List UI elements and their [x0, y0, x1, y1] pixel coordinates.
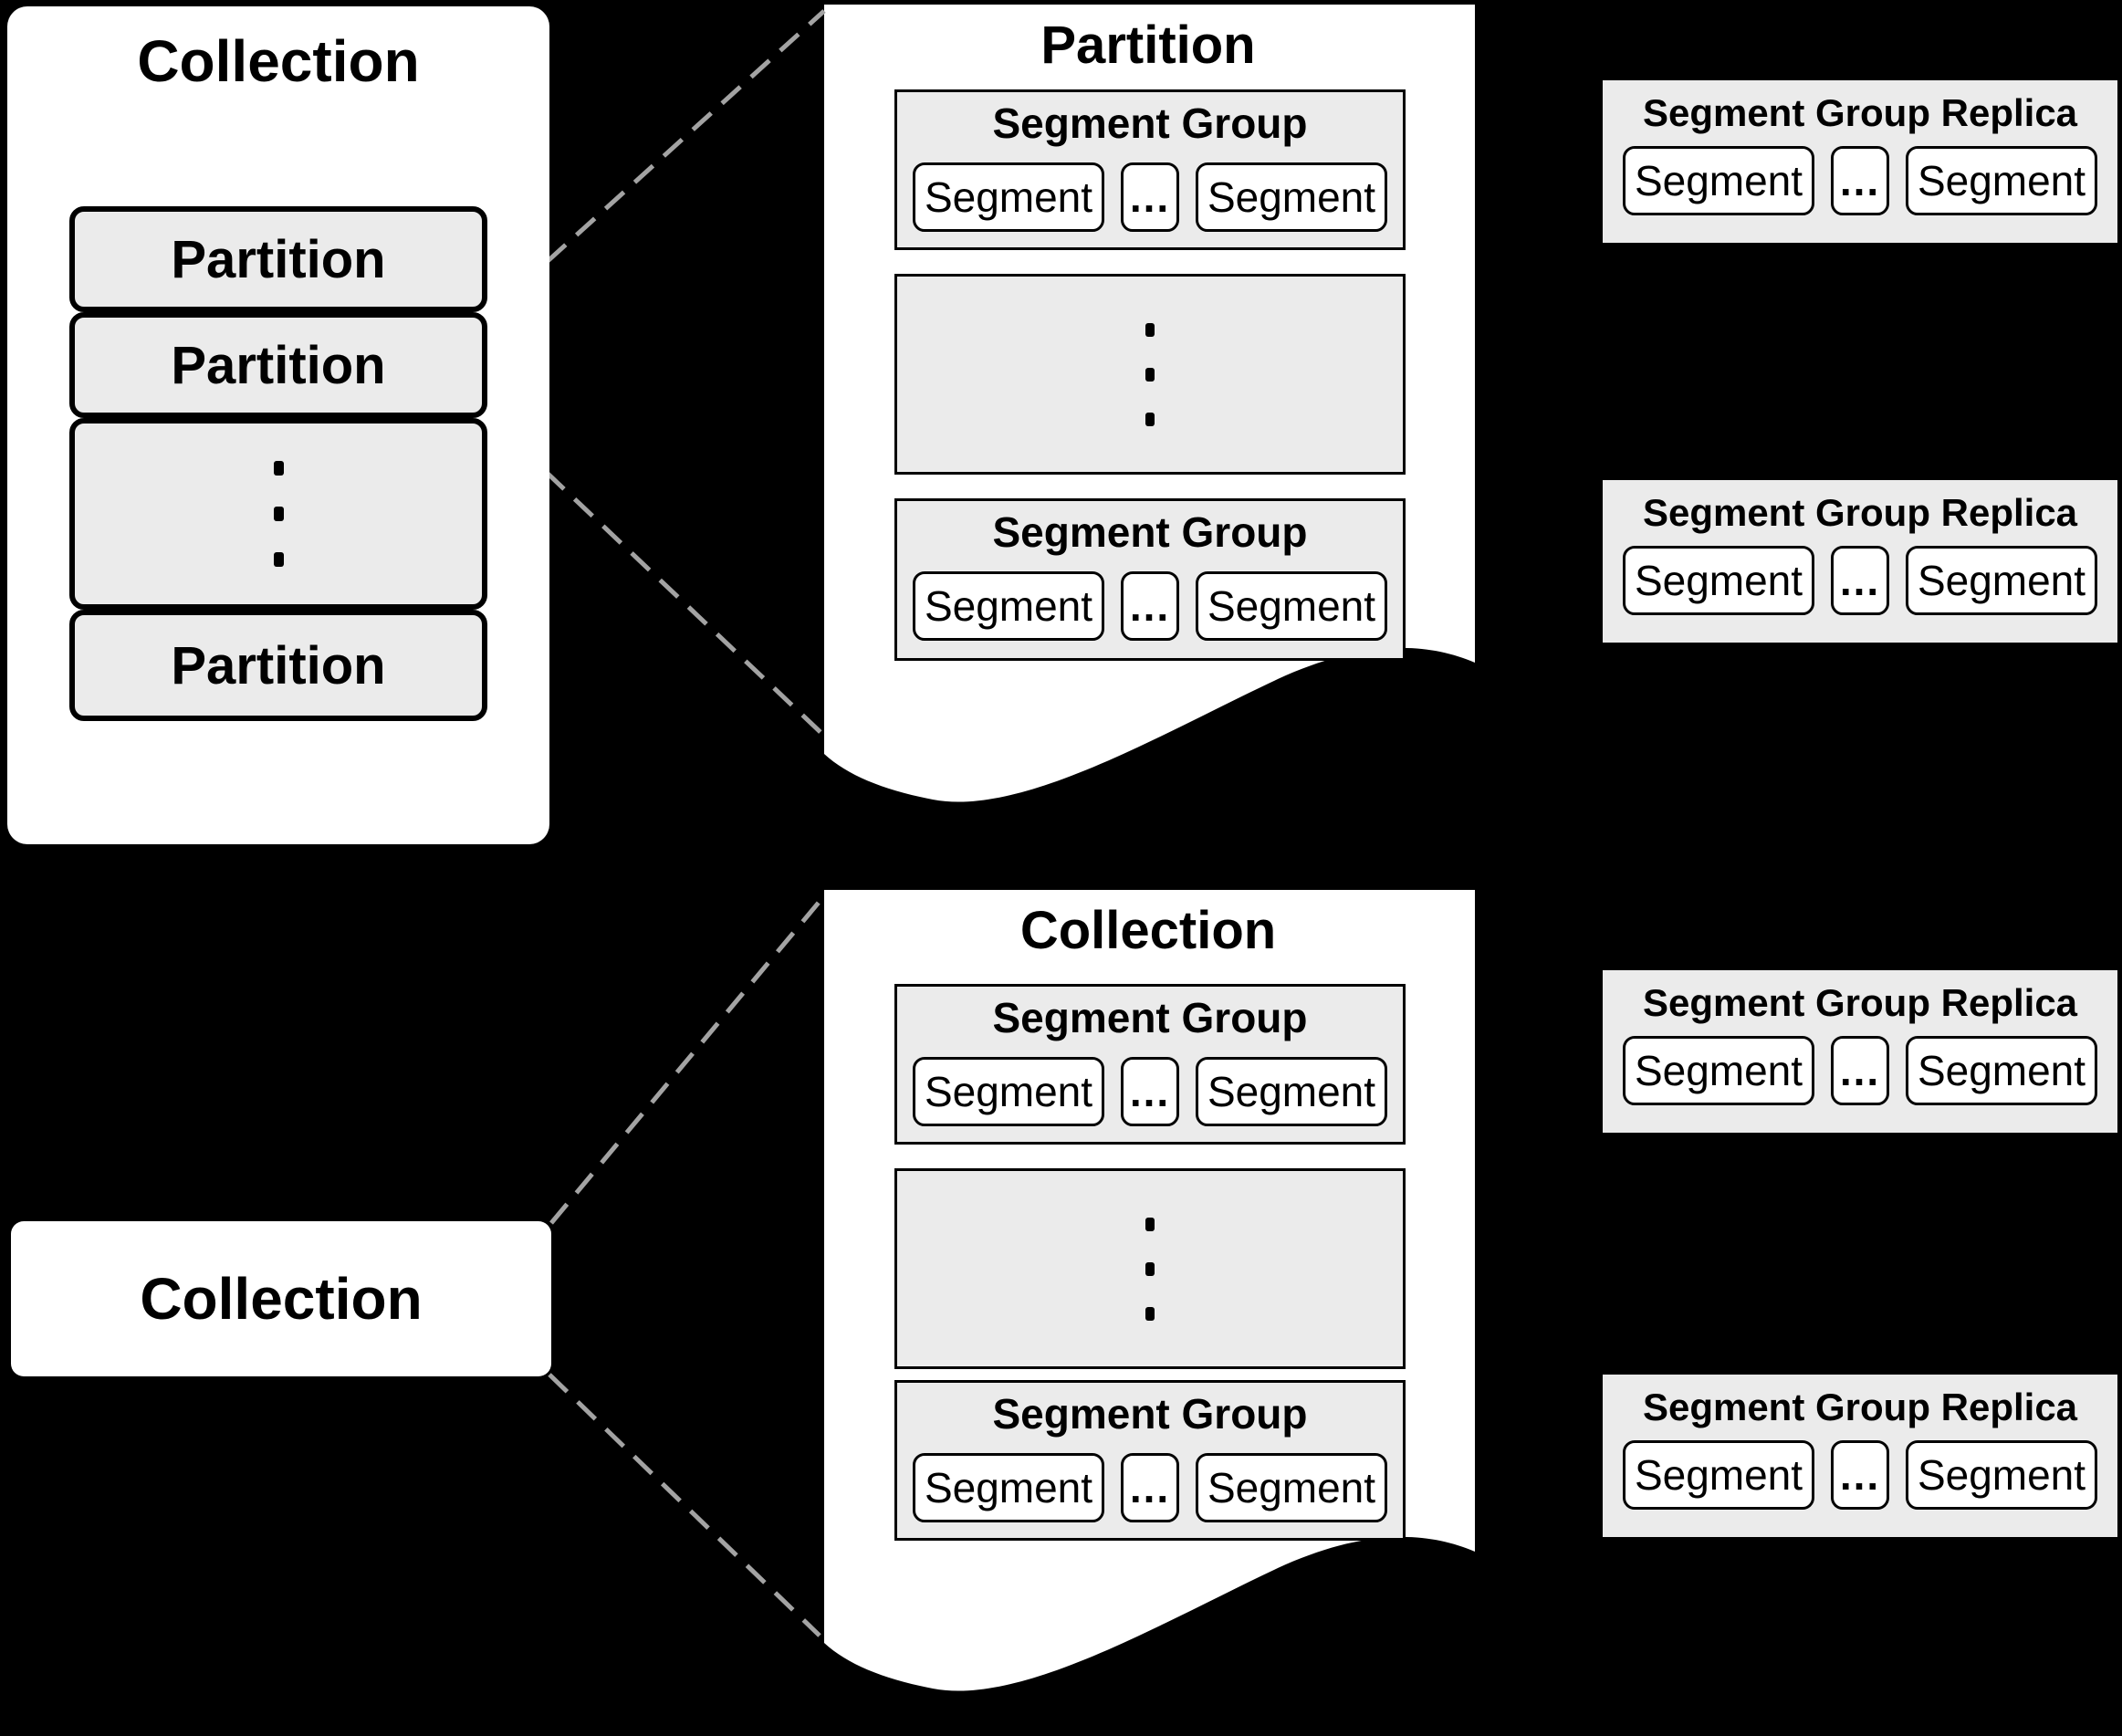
- ellipsis-dot-icon: [273, 507, 284, 521]
- segment-group-title: Segment Group: [992, 1390, 1308, 1438]
- ellipsis-chip: ...: [1121, 162, 1179, 232]
- segment-group-replica-title: Segment Group Replica: [1642, 981, 2078, 1024]
- segment-chip: Segment: [1623, 146, 1814, 216]
- segment-chip: Segment: [1906, 546, 2097, 616]
- segment-row: Segment ... Segment: [913, 162, 1387, 232]
- vertical-ellipsis-icon: [897, 277, 1403, 472]
- segment-row: Segment ... Segment: [913, 1056, 1387, 1126]
- ellipsis-dot-icon: [1145, 322, 1155, 337]
- segment-chip: Segment: [1623, 1440, 1814, 1511]
- segment-row: Segment ... Segment: [1623, 1440, 2097, 1511]
- ellipsis-dot-icon: [1145, 1261, 1155, 1276]
- segment-chip: Segment: [1623, 1036, 1814, 1106]
- segment-group-ellipsis-box: [894, 1168, 1406, 1369]
- ellipsis-dot-icon: [1145, 367, 1155, 382]
- segment-chip: Segment: [913, 570, 1104, 641]
- segment-row: Segment ... Segment: [1623, 1036, 2097, 1106]
- ellipsis-chip: ...: [1831, 546, 1889, 616]
- segment-group-title: Segment Group: [992, 508, 1308, 556]
- collection-label: Collection: [140, 1266, 423, 1332]
- zoom-connector-dashed-line-bottom-upper: [549, 891, 829, 1225]
- segment-group-box: Segment Group Segment ... Segment: [894, 498, 1406, 661]
- ellipsis-chip: ...: [1831, 1440, 1889, 1511]
- partition-row-label: Partition: [171, 635, 386, 695]
- partition-row-label: Partition: [171, 335, 386, 395]
- segment-group-title: Segment Group: [992, 99, 1308, 147]
- ellipsis-chip: ...: [1121, 570, 1179, 641]
- ellipsis-dot-icon: [1145, 412, 1155, 426]
- collection-label-box: Collection: [11, 1221, 551, 1376]
- segment-row: Segment ... Segment: [913, 570, 1387, 641]
- ellipsis-chip: ...: [1831, 146, 1889, 216]
- segment-group-box: Segment Group Segment ... Segment: [894, 984, 1406, 1145]
- segment-chip: Segment: [1906, 1036, 2097, 1106]
- segment-chip: Segment: [1196, 570, 1387, 641]
- ellipsis-dot-icon: [273, 552, 284, 567]
- collection-sheet-title: Collection: [1019, 901, 1277, 960]
- partition-sheet-title: Partition: [1040, 16, 1256, 75]
- segment-row: Segment ... Segment: [913, 1452, 1387, 1522]
- zoom-connector-dashed-line-bottom-lower: [548, 1373, 821, 1637]
- segment-group-replica-title: Segment Group Replica: [1642, 491, 2078, 534]
- segment-group-replica-title: Segment Group Replica: [1642, 91, 2078, 134]
- segment-chip: Segment: [1623, 546, 1814, 616]
- ellipsis-dot-icon: [1145, 1217, 1155, 1231]
- segment-group-title: Segment Group: [992, 994, 1308, 1041]
- partition-row-1: Partition: [69, 206, 487, 312]
- segment-chip: Segment: [1196, 1056, 1387, 1126]
- segment-group-replica-title: Segment Group Replica: [1642, 1386, 2078, 1428]
- segment-chip: Segment: [913, 1452, 1104, 1522]
- segment-chip: Segment: [913, 1056, 1104, 1126]
- partition-row-2: Partition: [69, 312, 487, 418]
- partition-ellipsis-box: [69, 418, 487, 610]
- segment-group-replica-box: Segment Group Replica Segment ... Segmen…: [1603, 1375, 2117, 1537]
- segment-chip: Segment: [913, 162, 1104, 232]
- ellipsis-chip: ...: [1121, 1452, 1179, 1522]
- zoom-connector-dashed-line-top-upper: [487, 9, 826, 316]
- segment-group-replica-box: Segment Group Replica Segment ... Segmen…: [1603, 480, 2117, 643]
- collection-panel-title: Collection: [137, 28, 420, 94]
- segment-chip: Segment: [1196, 1452, 1387, 1522]
- segment-chip: Segment: [1196, 162, 1387, 232]
- ellipsis-chip: ...: [1121, 1056, 1179, 1126]
- segment-group-box: Segment Group Segment ... Segment: [894, 89, 1406, 250]
- vertical-ellipsis-icon: [897, 1171, 1403, 1366]
- ellipsis-dot-icon: [1145, 1306, 1155, 1321]
- segment-chip: Segment: [1906, 146, 2097, 216]
- segment-group-replica-box: Segment Group Replica Segment ... Segmen…: [1603, 970, 2117, 1133]
- segment-group-replica-box: Segment Group Replica Segment ... Segmen…: [1603, 80, 2117, 243]
- segment-group-ellipsis-box: [894, 274, 1406, 475]
- segment-row: Segment ... Segment: [1623, 546, 2097, 616]
- segment-chip: Segment: [1906, 1440, 2097, 1511]
- vertical-ellipsis-icon: [75, 424, 482, 604]
- segment-row: Segment ... Segment: [1623, 146, 2097, 216]
- partition-row-3: Partition: [69, 610, 487, 721]
- partition-row-label: Partition: [171, 229, 386, 289]
- segment-group-box: Segment Group Segment ... Segment: [894, 1380, 1406, 1541]
- ellipsis-chip: ...: [1831, 1036, 1889, 1106]
- ellipsis-dot-icon: [273, 461, 284, 476]
